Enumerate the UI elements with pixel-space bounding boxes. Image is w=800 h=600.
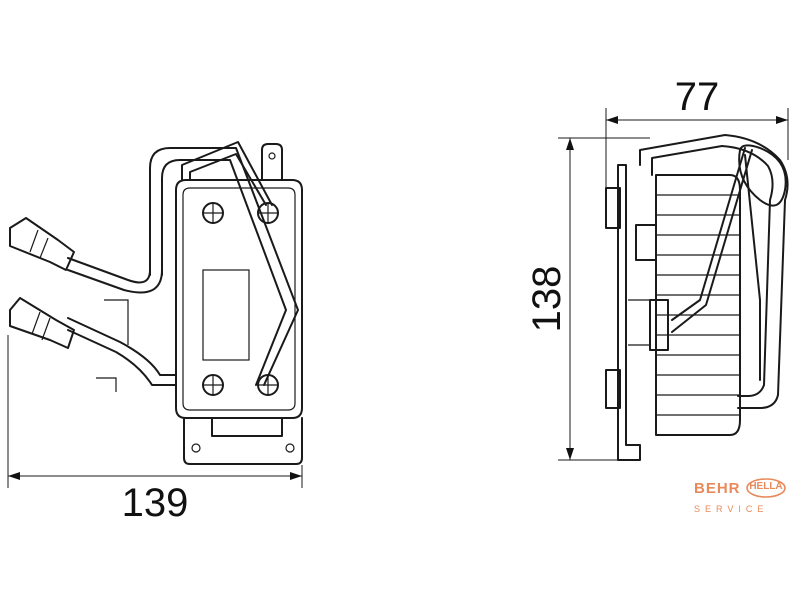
side-core bbox=[655, 174, 741, 436]
dimension-height: 138 bbox=[525, 137, 650, 461]
side-studs bbox=[605, 187, 669, 409]
behr-hella-service-logo: BEHR HELLA SERVICE bbox=[690, 478, 794, 518]
front-connectors bbox=[9, 217, 75, 349]
front-label-plate bbox=[202, 269, 250, 361]
hella-oval-logo: HELLA bbox=[746, 478, 786, 498]
side-base-plate bbox=[617, 164, 641, 461]
behr-wordmark: BEHR bbox=[694, 480, 741, 497]
front-bracket-bottom bbox=[183, 417, 303, 465]
height-label: 138 bbox=[525, 266, 569, 333]
dimension-depth: 77 bbox=[605, 75, 789, 188]
bracket-hole-right bbox=[285, 443, 295, 453]
front-view bbox=[9, 141, 303, 465]
dimension-width: 139 bbox=[7, 335, 303, 525]
hella-wordmark: HELLA bbox=[749, 481, 783, 492]
width-label: 139 bbox=[122, 481, 189, 525]
front-bolts bbox=[202, 202, 279, 396]
front-core-inner bbox=[182, 187, 296, 411]
front-tubes bbox=[67, 141, 299, 392]
side-view bbox=[605, 134, 789, 461]
side-pipes bbox=[639, 134, 789, 409]
service-wordmark: SERVICE bbox=[694, 504, 769, 514]
depth-label: 77 bbox=[675, 75, 720, 119]
front-bracket-top bbox=[261, 143, 283, 181]
front-core-outer bbox=[175, 179, 303, 419]
bracket-hole-left bbox=[191, 443, 201, 453]
